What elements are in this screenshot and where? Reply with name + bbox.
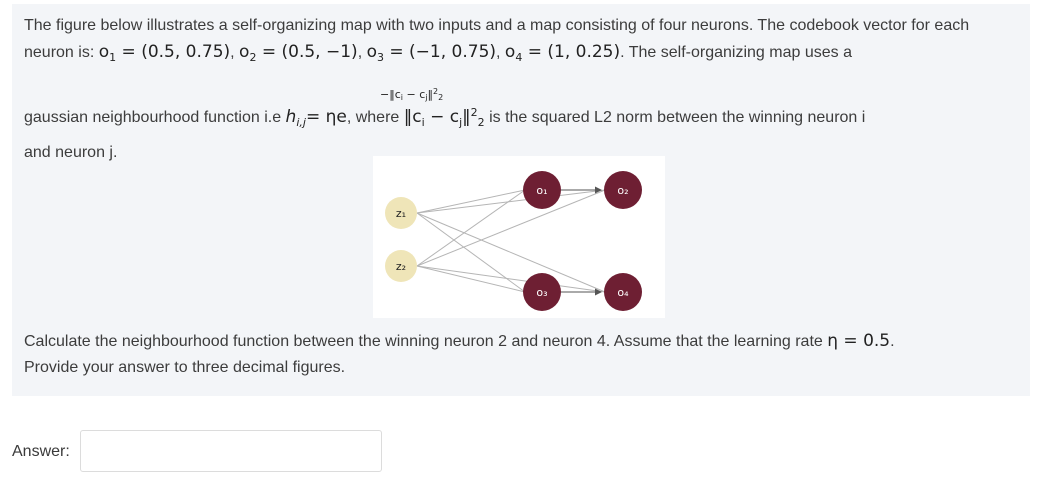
calc-line: Calculate the neighbourhood function bet… [24, 328, 1014, 355]
input-neuron-z1 [385, 197, 417, 229]
edge-z1-o3 [416, 212, 526, 293]
provide-text: Provide your answer to three decimal fig… [24, 359, 346, 376]
output-neuron-o1 [523, 171, 561, 209]
norm-description: is the squared L2 norm between the winni… [484, 109, 866, 126]
input-neuron-z2 [385, 250, 417, 282]
som-diagram: z₁ z₂ o₁ o₂ o₃ o₄ [385, 171, 642, 311]
codebook-o4: o4 = (1, 0.25) [504, 42, 621, 64]
answer-label: Answer: [12, 443, 70, 460]
after-codebook-text: . The self-organizing map uses a [620, 44, 852, 61]
output-label-o3: o₃ [536, 286, 547, 299]
codebook-o1: o1 = (0.5, 0.75) [98, 42, 231, 64]
codebook-o3: o3 = (−1, 0.75) [366, 42, 497, 64]
intro-text: The figure below illustrates a self-orga… [24, 17, 970, 61]
output-label-o4: o₄ [617, 286, 629, 299]
output-neuron-o3 [523, 273, 561, 311]
output-label-o1: o₁ [536, 184, 547, 197]
input-label-z1: z₁ [396, 207, 406, 220]
som-figure: z₁ z₂ o₁ o₂ o₃ o₄ [373, 156, 665, 318]
norm-formula: ‖ci − cj‖22 [403, 106, 485, 129]
question-paragraph-4: Calculate the neighbourhood function bet… [24, 328, 1014, 381]
edge-z2-o2 [416, 189, 606, 267]
eta-value: η = 0.5 [827, 331, 891, 351]
output-neuron-o2 [604, 171, 642, 209]
output-neurons: o₁ o₂ o₃ o₄ [523, 171, 642, 311]
output-neuron-o4 [604, 273, 642, 311]
question-paragraph-2: −‖ci − cj‖22 gaussian neighbourhood func… [24, 88, 1018, 130]
edge-z1-o1 [416, 189, 526, 214]
edge-z1-o2 [416, 189, 606, 214]
input-neurons: z₁ z₂ [385, 197, 417, 282]
and-neuron-text: and neuron j. [24, 144, 118, 161]
output-label-o2: o₂ [617, 184, 628, 197]
answer-input[interactable] [80, 430, 382, 472]
codebook-o2: o2 = (0.5, −1) [239, 42, 358, 64]
question-paragraph-1: The figure below illustrates a self-orga… [24, 17, 970, 64]
edge-z2-o4 [416, 265, 606, 293]
input-label-z2: z₂ [396, 260, 406, 273]
som-edges [416, 186, 606, 296]
provide-line: Provide your answer to three decimal fig… [24, 355, 1014, 381]
gaussian-exponent: −‖ci − cj‖22 [380, 87, 444, 102]
edge-z1-o4 [416, 212, 606, 293]
h-formula: hi,j= ηe [285, 107, 347, 129]
edge-z2-o1 [416, 189, 526, 267]
calc-end: . [890, 333, 895, 350]
question-paragraph-3: and neuron j. [24, 140, 1018, 166]
edge-z2-o3 [416, 265, 526, 293]
calc-text: Calculate the neighbourhood function bet… [24, 333, 823, 350]
where-text: , where [346, 109, 400, 126]
gaussian-text: gaussian neighbourhood function i.e [24, 109, 282, 126]
question-text-panel: The figure below illustrates a self-orga… [12, 4, 1030, 396]
